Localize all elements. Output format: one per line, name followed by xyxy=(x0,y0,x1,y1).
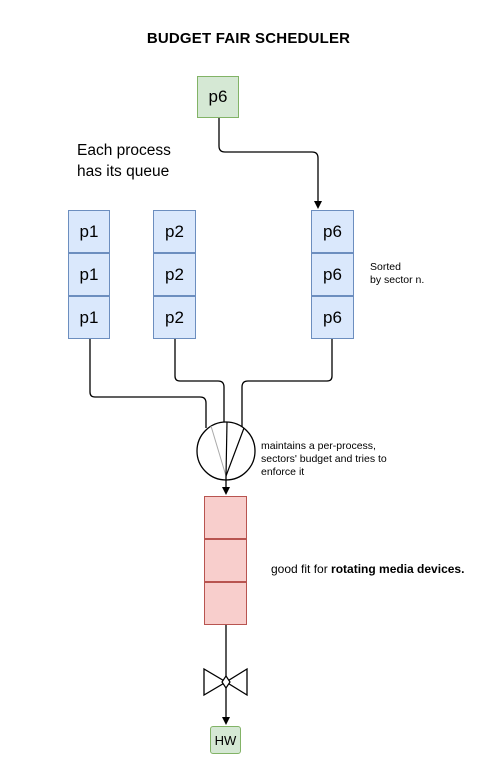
fit-note: good fit for rotating media devices. xyxy=(271,562,464,576)
scheduler-icon xyxy=(196,421,256,481)
dispatch-slot xyxy=(204,539,247,582)
dispatch-slot xyxy=(204,496,247,539)
queue-p1-slot: p1 xyxy=(68,296,110,339)
p6-queue-link xyxy=(241,339,333,427)
p2-queue-link xyxy=(174,339,225,424)
valve-icon xyxy=(203,667,248,697)
queue-p6-slot: p6 xyxy=(311,210,354,253)
fit-note-bold: rotating media devices. xyxy=(331,562,465,576)
incoming-arrow xyxy=(218,118,322,209)
queue-note-line-2: has its queue xyxy=(77,163,170,180)
diagram-title: BUDGET FAIR SCHEDULER xyxy=(146,30,351,47)
scheduler-note-line-1: maintains a per-process, xyxy=(261,440,376,452)
queue-p2-slot: p2 xyxy=(153,253,196,296)
sorted-note-line-1: Sorted xyxy=(370,261,401,273)
p1-queue-link xyxy=(89,339,207,428)
dispatch-slot xyxy=(204,582,247,625)
hw-box: HW xyxy=(210,726,241,754)
queue-p2-slot: p2 xyxy=(153,296,196,339)
sorted-note-line-2: by sector n. xyxy=(370,274,425,286)
incoming-process-box: p6 xyxy=(197,76,239,118)
queue-p6-slot: p6 xyxy=(311,296,354,339)
queue-p1-slot: p1 xyxy=(68,210,110,253)
fit-note-prefix: good fit for xyxy=(271,562,332,576)
queue-note: Each process has its queue xyxy=(77,140,171,182)
scheduler-note: maintains a per-process, sectors' budget… xyxy=(261,440,387,479)
queue-note-line-1: Each process xyxy=(77,142,171,159)
queue-p2-slot: p2 xyxy=(153,210,196,253)
sorted-note: Sorted by sector n. xyxy=(370,261,424,287)
scheduler-note-line-2: sectors' budget and tries to xyxy=(261,453,387,465)
queue-p1-slot: p1 xyxy=(68,253,110,296)
queue-p6-slot: p6 xyxy=(311,253,354,296)
scheduler-note-line-3: enforce it xyxy=(261,466,305,478)
